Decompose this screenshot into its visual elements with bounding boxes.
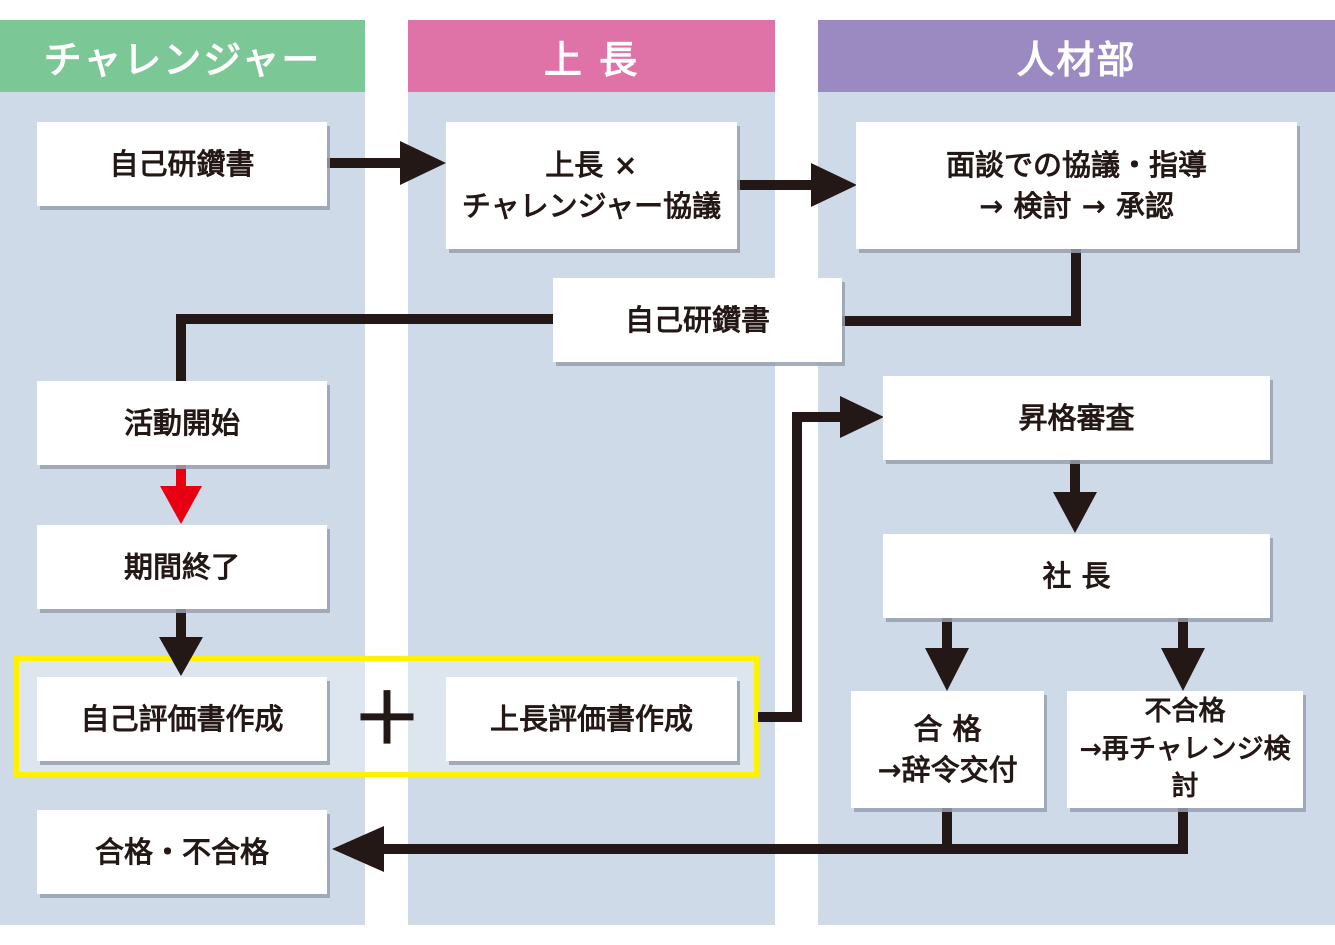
box-activity-start: 活動開始 [37,381,327,465]
red-arrowhead-period [160,486,202,524]
box-result: 合格・不合格 [37,810,327,894]
lane-header-hr: 人材部 [818,20,1335,92]
arrow-period-end-to-eval [176,609,186,643]
line-to-result [374,844,1188,854]
line-boss-eval-right [758,712,802,722]
lane-header-challenger: チャレンジャー [0,20,365,92]
box-interview: 面談での協議・指導 → 検討 → 承認 [856,122,1297,249]
line-self-study-2-left [176,314,554,324]
box-discussion: 上長 × チャレンジャー協議 [446,122,737,249]
arrowhead-pass [925,648,969,691]
arrowhead-discussion [400,141,446,185]
red-arrow-activity-to-period [176,464,186,490]
line-interview-down [1071,248,1081,326]
arrowhead-result [332,826,384,872]
box-period-end: 期間終了 [37,525,327,609]
box-promotion-review: 昇格審査 [883,376,1270,460]
arrowhead-self-eval [159,637,203,676]
box-self-study-2: 自己研鑽書 [553,278,842,362]
arrowhead-president [1053,492,1097,533]
line-to-self-study-2 [842,316,1081,326]
line-pass-down [942,808,952,854]
arrow-self-study-to-discussion [326,158,406,168]
line-fail-down [1178,808,1188,854]
line-to-activity-start [176,314,186,382]
box-self-eval: 自己評価書作成 [37,677,327,761]
box-boss-eval: 上長評価書作成 [446,677,737,761]
line-to-review [792,412,848,422]
arrowhead-review [840,396,884,438]
box-pass: 合 格 →辞令交付 [851,691,1044,808]
plus-sign: ＋ [352,678,422,760]
arrow-discussion-to-interview [737,180,817,190]
arrowhead-interview [811,163,857,207]
line-up-to-review [792,412,802,722]
arrow-president-to-fail [1178,618,1188,654]
arrow-president-to-pass [942,618,952,654]
box-fail: 不合格 →再チャレンジ検討 [1067,691,1303,808]
arrowhead-fail [1161,648,1205,691]
lane-header-boss: 上 長 [408,20,775,92]
box-self-study-1: 自己研鑽書 [37,122,327,206]
arrow-review-to-president [1070,460,1080,498]
box-president: 社 長 [883,534,1270,618]
